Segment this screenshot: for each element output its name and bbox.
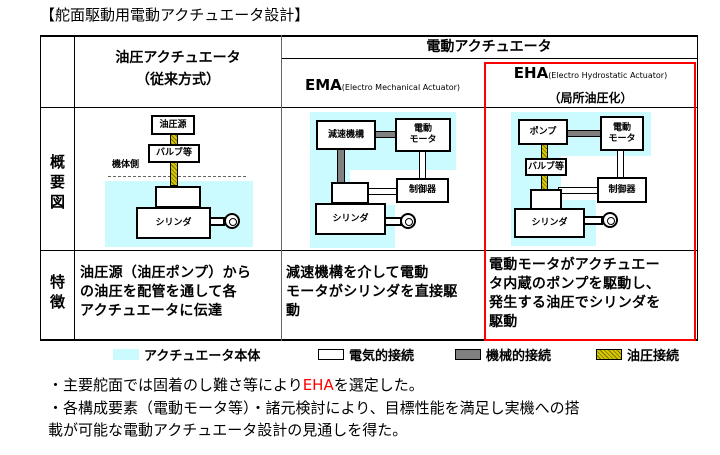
motor-box: 電動 モータ [395, 118, 451, 152]
bullet-2-cont: 載が可能な電動アクチュエータ設計の見通しを得た。 [48, 421, 408, 439]
hydraulic-source-box: 油圧源 [151, 115, 195, 135]
cylinder-head-box [331, 182, 369, 204]
legend-item-hydraulic: 油圧接続 [596, 345, 679, 364]
feature-line: タ内蔵のポンプを駆動し、 [489, 276, 661, 292]
row-label-overview: 概要図 [50, 153, 66, 211]
feature-line: 発生する油圧でシリンダを [489, 295, 661, 311]
swatch-cyan [113, 349, 139, 360]
controller-box: 制御器 [597, 177, 647, 203]
swatch-gray [455, 349, 481, 360]
pump-box: ポンプ [518, 119, 568, 145]
header-hydraulic-name: 油圧アクチュエータ [115, 50, 241, 66]
bullet-text: を選定した。 [333, 376, 424, 394]
feature-line: の油圧を配管を通して各 [80, 284, 237, 300]
rod-end-icon [224, 213, 240, 229]
valve-box: バルブ等 [525, 158, 567, 176]
legend-label: 機械的接続 [486, 349, 552, 364]
feature-line: 動 [286, 303, 301, 319]
feature-line: 減速機構を介して電動 [286, 265, 429, 281]
swatch-white [318, 349, 344, 360]
bullet-1: ・主要舵面では固着のし難さ等によりEHAを選定した。 [48, 374, 424, 396]
row-label-features: 特徴 [50, 273, 66, 311]
features-ema: 減速機構を介して電動 モータがシリンダを直接駆 動 [286, 264, 482, 321]
header-hydraulic: 油圧アクチュエータ （従来方式） [75, 47, 281, 91]
features-eha: 電動モータがアクチュエー タ内蔵のポンプを駆動し、 発生する油圧でシリンダを 駆… [489, 256, 694, 332]
airframe-side-label: 機体側 [112, 160, 140, 170]
bullet-highlight: EHA [302, 376, 334, 394]
motor-box: 電動 モータ [600, 116, 644, 151]
feature-line: アクチュエータに伝達 [80, 303, 223, 319]
header-eha: EHA(Electro Hydrostatic Actuator) （局所油圧化… [484, 62, 697, 109]
feature-line: モータがシリンダを直接駆 [286, 284, 458, 300]
eha-abbr: EHA [513, 64, 549, 82]
controller-box: 制御器 [396, 178, 449, 203]
feature-line: 電動モータがアクチュエー [489, 257, 660, 273]
legend-item-actuator-body: アクチュエータ本体 [113, 345, 260, 364]
legend-item-electrical: 電気的接続 [318, 345, 414, 364]
cylinder-box: シリンダ [514, 208, 585, 238]
cylinder-head-box [155, 186, 201, 208]
rod-end-icon [602, 212, 618, 228]
legend-item-mechanical: 機械的接続 [455, 345, 551, 364]
legend-label: 油圧接続 [627, 349, 680, 364]
legend-label: アクチュエータ本体 [144, 349, 261, 364]
valve-box: バルブ等 [148, 144, 200, 163]
eha-sub: （局所油圧化） [548, 91, 633, 105]
ema-abbr: EMA [304, 76, 342, 94]
features-hydraulic: 油圧源（油圧ポンプ）から の油圧を配管を通して各 アクチュエータに伝達 [80, 264, 280, 321]
header-hydraulic-sub: （従来方式） [136, 72, 220, 88]
ema-full: (Electro Mechanical Actuator) [341, 83, 461, 92]
feature-line: 油圧源（油圧ポンプ）から [80, 265, 252, 281]
rod-end-icon [400, 213, 416, 229]
page-title: 【舵面駆動用電動アクチュエータ設計】 [40, 6, 310, 24]
cylinder-box: シリンダ [136, 207, 211, 239]
feature-line: 駆動 [489, 314, 518, 330]
legend-label: 電気的接続 [349, 349, 415, 364]
bullet-2: ・各構成要素（電動モータ等）・諸元検討により、目標性能を満足し実機への搭 [48, 399, 580, 417]
header-ema: EMA(Electro Mechanical Actuator) [281, 74, 484, 99]
reducer-box: 減速機構 [316, 120, 376, 150]
bullet-text: ・主要舵面では固着のし難さ等により [48, 376, 303, 394]
eha-highlight-box [484, 62, 696, 341]
header-electric: 電動アクチュエータ [426, 39, 552, 55]
swatch-yellow [596, 349, 622, 360]
cylinder-box: シリンダ [315, 203, 386, 235]
eha-full: (Electro Hydrostatic Actuator) [548, 71, 668, 80]
